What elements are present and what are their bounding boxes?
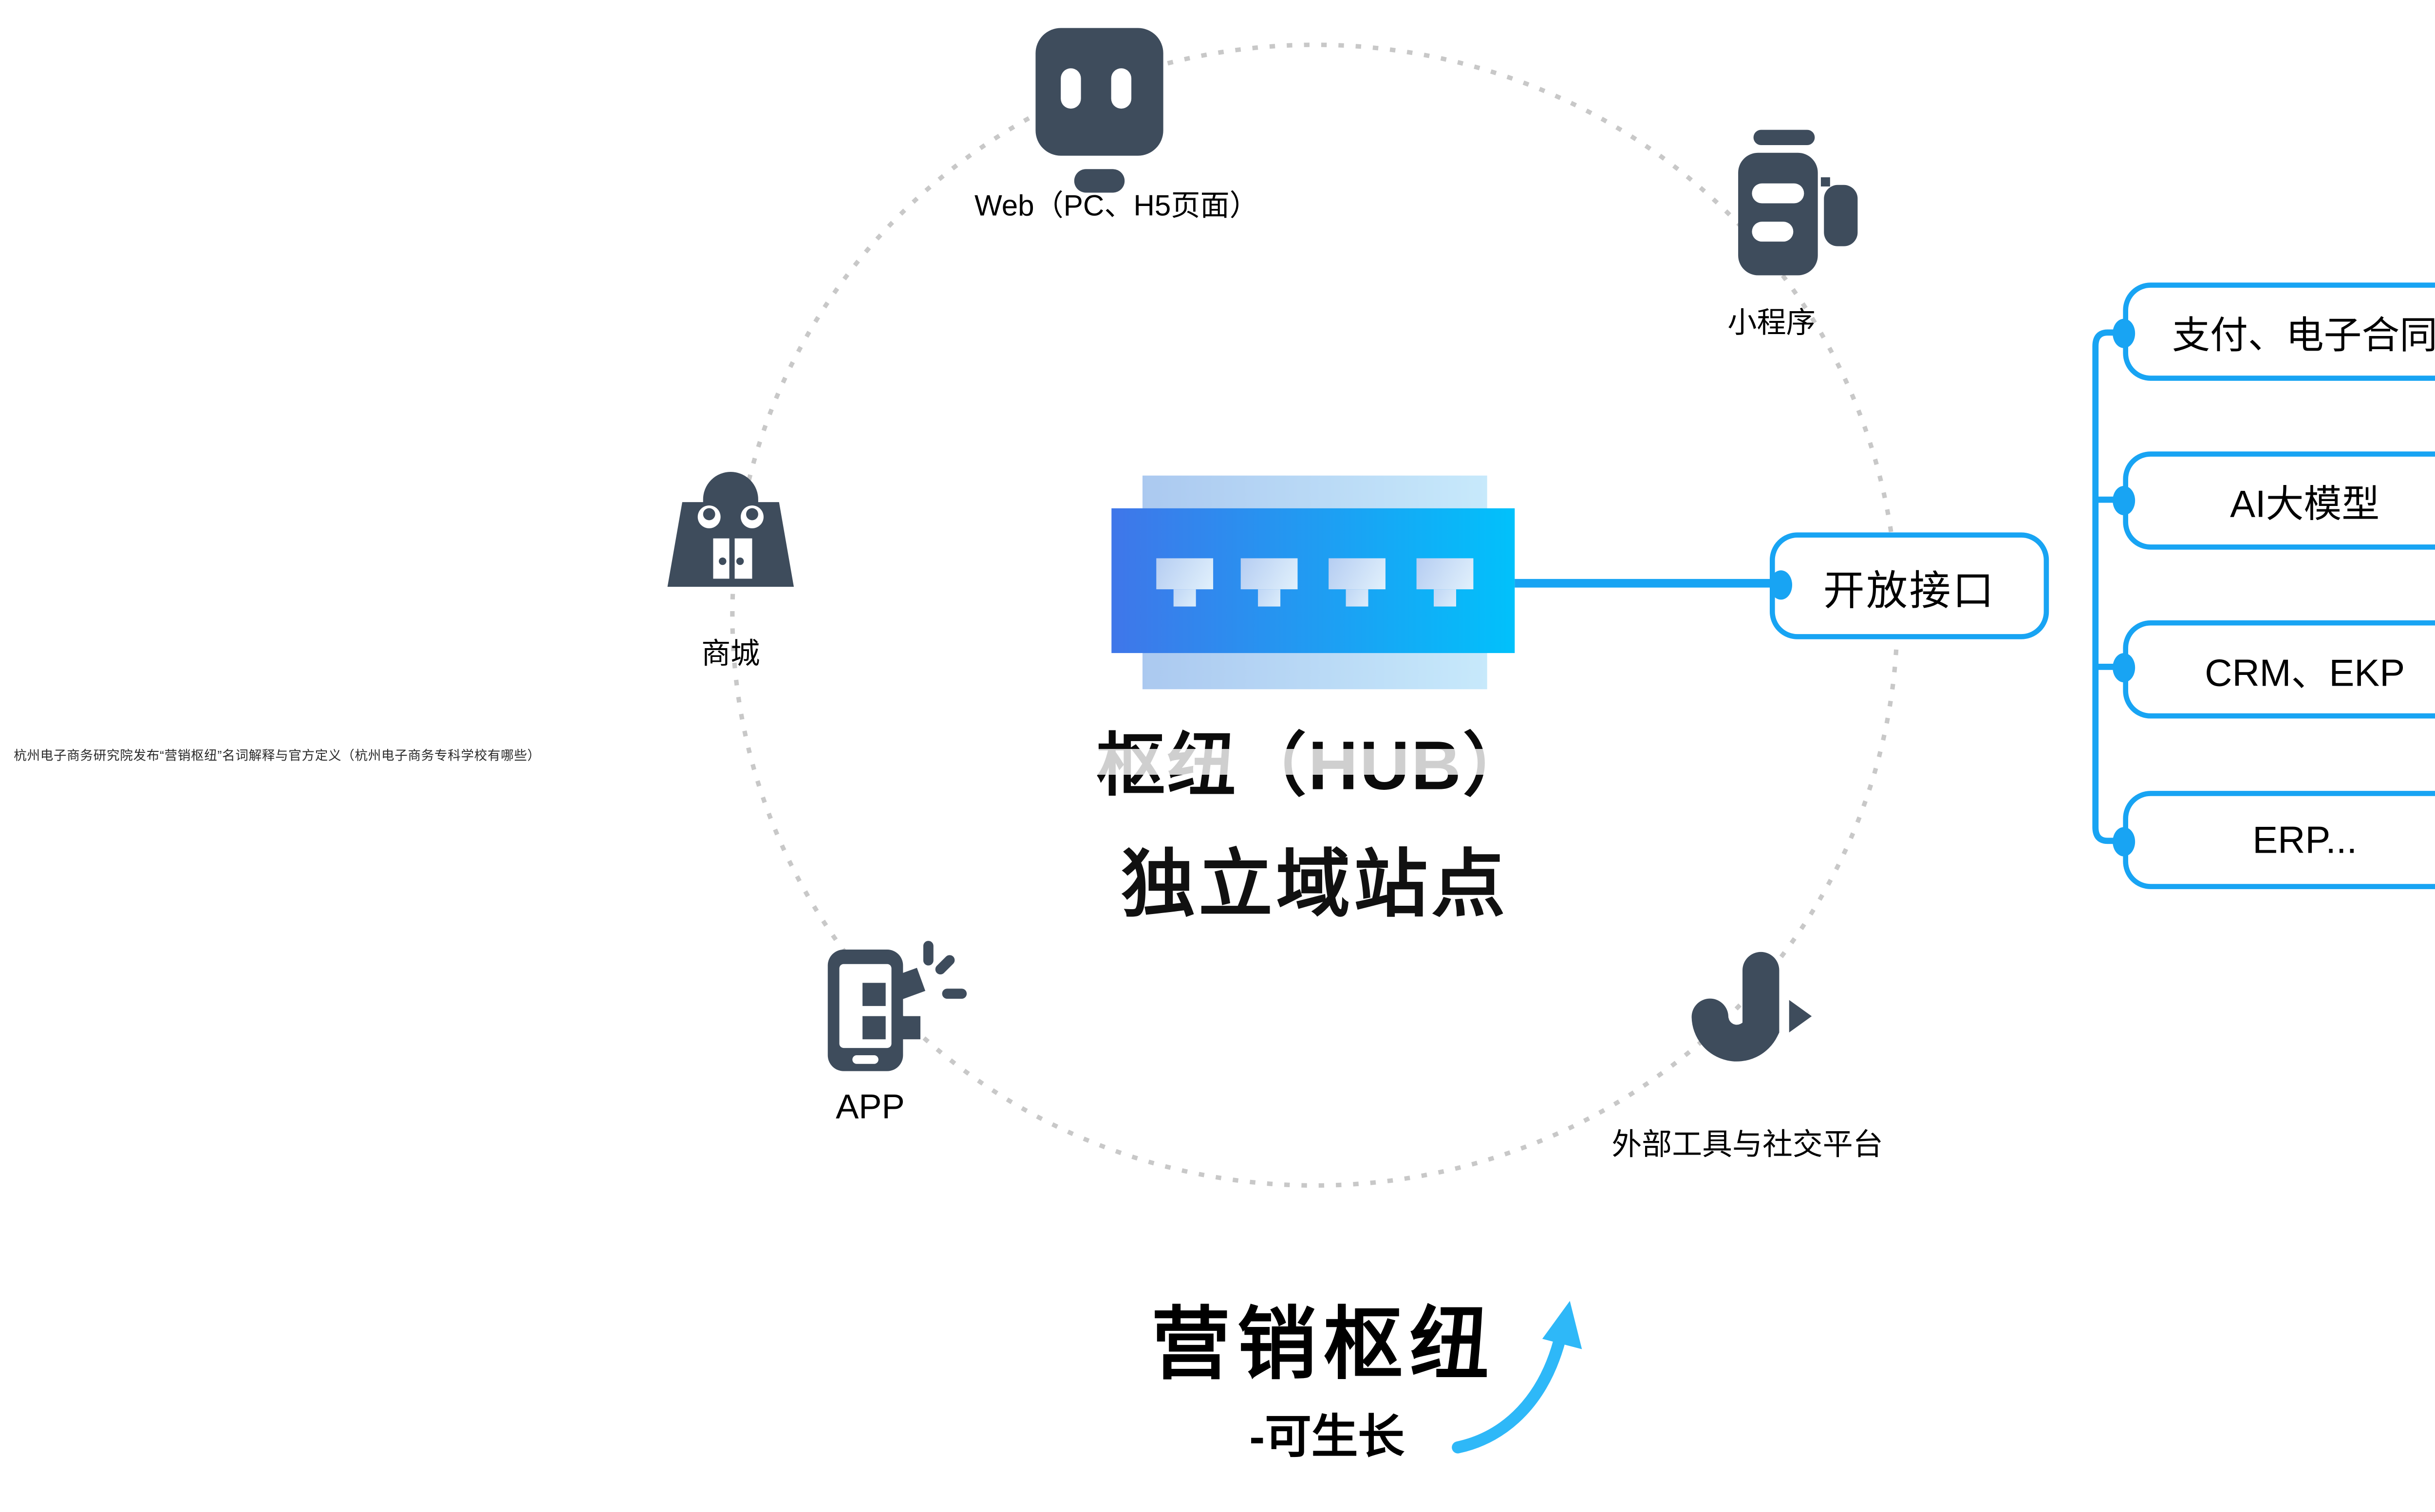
growth-arrow-head <box>1542 1301 1582 1349</box>
integration-label: CRM、EKP <box>2205 650 2405 694</box>
open-api-label: 开放接口 <box>1823 567 1996 615</box>
connector-dot <box>2112 652 2135 682</box>
node-label-web: Web（PC、H5页面） <box>974 189 1259 223</box>
connector-dot <box>1769 569 1792 599</box>
hub-title: 枢纽（HUB） <box>970 710 1659 810</box>
integration-box-ai-model: AI大模型 <box>2123 451 2435 550</box>
node-label-mall: 商城 <box>701 637 760 671</box>
hub-subtitle: 独立域站点 <box>1121 844 1509 927</box>
integration-label: AI大模型 <box>2230 481 2380 525</box>
connector-dot <box>2112 826 2135 856</box>
open-api-node: 开放接口 <box>1769 532 2049 639</box>
footer-subtitle: -可生长 <box>1249 1411 1405 1463</box>
hub-port-icon <box>1329 558 1386 607</box>
connector-dot <box>2112 317 2135 347</box>
integration-trunk-line <box>2092 329 2121 844</box>
share-tool-icon <box>1673 941 1815 1096</box>
shopping-bag-icon <box>663 448 798 610</box>
integration-box-erp: ERP... <box>2123 791 2435 889</box>
mobile-app-icon <box>822 929 967 1080</box>
hub-port-icon <box>1416 558 1474 607</box>
hub-to-api-connector <box>1515 579 1777 587</box>
integration-box-payment: 支付、电子合同 <box>2123 282 2435 381</box>
hub-port-icon <box>1156 558 1214 607</box>
mini-program-icon <box>1720 117 1858 290</box>
connector-dot <box>2112 485 2135 515</box>
node-label-external: 外部工具与社交平台 <box>1611 1127 1883 1161</box>
node-label-app: APP <box>836 1089 905 1127</box>
integration-label: ERP... <box>2252 817 2358 861</box>
robot-monitor-icon <box>1032 28 1167 197</box>
watermark-text: 杭州电子商务研究院发布“营销枢纽”名词解释与官方定义（杭州电子商务专科学校有哪些… <box>14 747 541 764</box>
node-label-mini-program: 小程序 <box>1727 306 1816 340</box>
growth-arrow-shaft <box>1452 1327 1568 1454</box>
network-hub-icon <box>1111 508 1515 653</box>
integration-box-crm-ekp: CRM、EKP <box>2123 620 2435 719</box>
hub-port-icon <box>1240 558 1298 607</box>
footer-title: 营销枢纽 <box>1151 1299 1496 1389</box>
integration-label: 支付、电子合同 <box>2172 313 2435 356</box>
